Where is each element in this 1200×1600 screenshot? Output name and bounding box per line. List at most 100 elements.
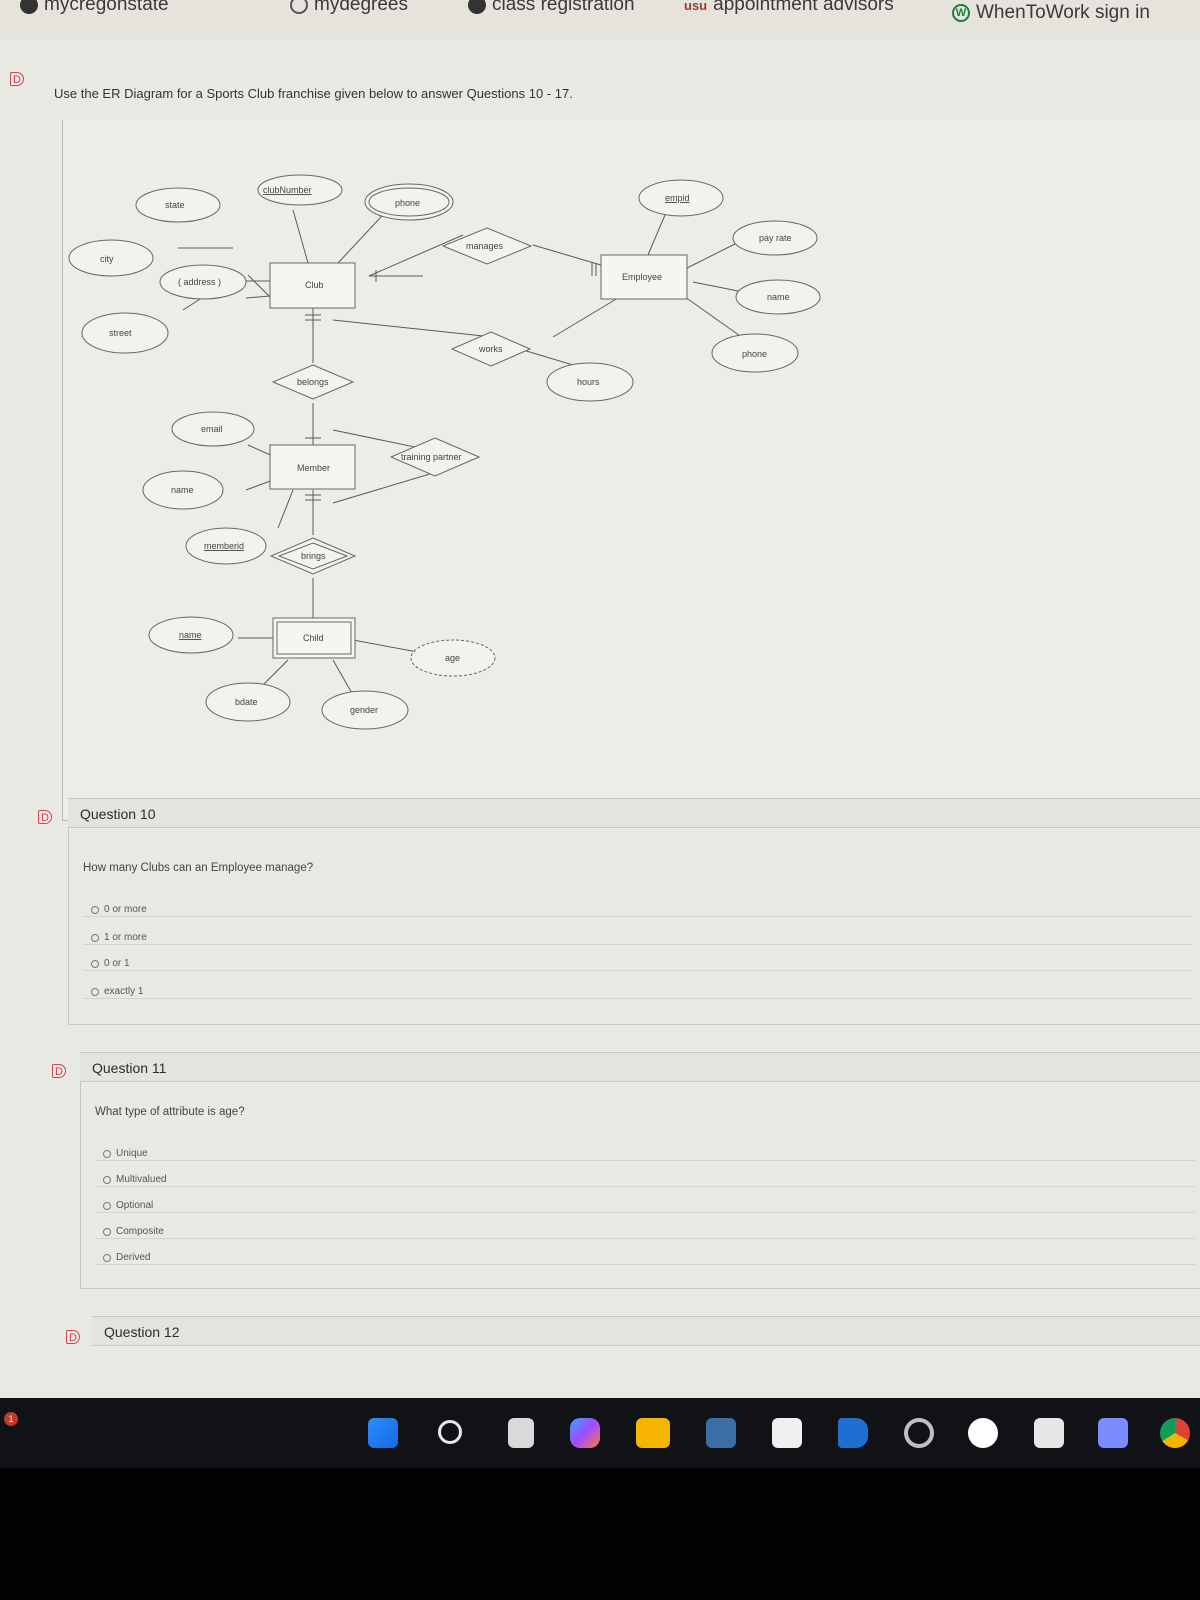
attr-club-number	[257, 174, 343, 206]
label-hours: hours	[577, 377, 600, 387]
bookmark-2[interactable]: mydegrees	[290, 0, 408, 16]
bookmark-4[interactable]: usu appointment advisors	[684, 0, 894, 15]
attr-email	[171, 411, 255, 447]
radio-icon[interactable]	[91, 905, 99, 914]
bookmark-5[interactable]: W WhenToWork sign in	[952, 2, 1150, 24]
radio-icon[interactable]	[103, 1253, 111, 1262]
camera-icon[interactable]	[1034, 1418, 1064, 1448]
label-phone-emp: phone	[742, 349, 767, 359]
attr-gender	[321, 690, 409, 730]
edge	[532, 244, 612, 269]
flag-icon[interactable]: D	[10, 72, 24, 86]
radio-icon[interactable]	[103, 1149, 111, 1158]
edge	[332, 469, 444, 504]
edge	[292, 209, 309, 264]
store-icon[interactable]	[772, 1418, 802, 1448]
label-age: age	[445, 653, 460, 663]
er-diagram-panel: state clubNumber phone city ( address ) …	[62, 120, 1200, 821]
flag-icon[interactable]: D	[66, 1330, 80, 1344]
bookmark-icon	[468, 0, 486, 14]
bookmark-3[interactable]: class registration	[468, 0, 635, 16]
question-12-title: Question 12	[104, 1324, 180, 1340]
label-name-child: name	[179, 630, 202, 640]
divider	[95, 1186, 1195, 1187]
file-icon[interactable]	[508, 1418, 534, 1448]
label-member: Member	[297, 463, 330, 473]
attr-memberid	[185, 527, 267, 565]
settings-icon[interactable]	[904, 1418, 934, 1448]
label-child: Child	[303, 633, 324, 643]
calculator-icon[interactable]	[706, 1418, 736, 1448]
label-gender: gender	[350, 705, 378, 715]
divider	[83, 998, 1193, 999]
option-0-or-1[interactable]: 0 or 1	[91, 958, 130, 969]
rel-works	[450, 331, 532, 367]
radio-icon[interactable]	[91, 933, 99, 942]
divider	[95, 1160, 1195, 1161]
rel-belongs	[271, 364, 355, 400]
whentowork-icon: W	[952, 4, 970, 22]
chrome-icon[interactable]	[1160, 1418, 1190, 1448]
label-street: street	[109, 328, 132, 338]
attr-name-emp	[735, 279, 821, 315]
label-address: ( address )	[178, 277, 221, 287]
option-optional[interactable]: Optional	[103, 1200, 153, 1211]
taskbar	[0, 1398, 1200, 1468]
quiz-page: D Use the ER Diagram for a Sports Club f…	[0, 40, 1200, 1398]
monitor-bezel	[0, 1468, 1200, 1600]
label-email: email	[201, 424, 223, 434]
radio-icon[interactable]	[91, 959, 99, 968]
attr-age	[410, 639, 496, 677]
windows-start-icon[interactable]	[368, 1418, 398, 1448]
label-employee: Employee	[622, 272, 662, 282]
attr-name-member	[142, 470, 224, 510]
attr-bdate	[205, 682, 291, 722]
label-name-emp: name	[767, 292, 790, 302]
flag-icon[interactable]: D	[38, 810, 52, 824]
option-composite[interactable]: Composite	[103, 1226, 164, 1237]
attr-hours	[546, 362, 634, 402]
option-unique[interactable]: Unique	[103, 1148, 148, 1159]
bookmark-1[interactable]: mycregonstate	[20, 0, 169, 16]
question-10-text: How many Clubs can an Employee manage?	[83, 862, 314, 874]
outlook-icon[interactable]	[838, 1418, 868, 1448]
question-11-text: What type of attribute is age?	[95, 1106, 245, 1118]
label-manages: manages	[466, 241, 504, 251]
flag-icon[interactable]: D	[52, 1064, 66, 1078]
option-exactly-1[interactable]: exactly 1	[91, 986, 143, 997]
edge	[368, 234, 464, 277]
option-multivalued[interactable]: Multivalued	[103, 1174, 167, 1185]
radio-icon[interactable]	[103, 1227, 111, 1236]
attr-phone-emp	[711, 333, 799, 373]
edge	[332, 319, 494, 338]
bookmarks-bar: mycregonstate mydegrees class registrati…	[0, 0, 1200, 41]
attr-state	[135, 187, 221, 223]
edge	[552, 297, 619, 338]
notepad-icon[interactable]	[1098, 1418, 1128, 1448]
question-10-body: How many Clubs can an Employee manage? 0…	[68, 828, 1200, 1025]
question-10-header: Question 10	[68, 798, 1200, 828]
option-1-or-more[interactable]: 1 or more	[91, 932, 147, 943]
option-derived[interactable]: Derived	[103, 1252, 150, 1263]
question-11-header: Question 11	[80, 1052, 1200, 1082]
entity-member	[269, 444, 356, 490]
attr-empid	[638, 179, 724, 217]
label-name-member: name	[171, 485, 194, 495]
radio-icon[interactable]	[103, 1201, 111, 1210]
label-brings: brings	[301, 551, 326, 561]
edge	[245, 479, 274, 491]
file-explorer-icon[interactable]	[636, 1418, 670, 1448]
copilot-icon[interactable]	[570, 1418, 600, 1448]
radio-icon[interactable]	[103, 1175, 111, 1184]
radio-icon[interactable]	[91, 987, 99, 996]
search-icon[interactable]	[438, 1420, 462, 1444]
question-11-title: Question 11	[92, 1060, 167, 1076]
clock-icon[interactable]	[968, 1418, 998, 1448]
question-11-body: What type of attribute is age? Unique Mu…	[80, 1082, 1200, 1289]
label-works: works	[478, 344, 503, 354]
option-0-or-more[interactable]: 0 or more	[91, 904, 147, 915]
edge	[332, 659, 354, 696]
label-bdate: bdate	[235, 697, 258, 707]
bookmark-icon	[290, 0, 308, 14]
attr-name-child	[148, 616, 234, 654]
